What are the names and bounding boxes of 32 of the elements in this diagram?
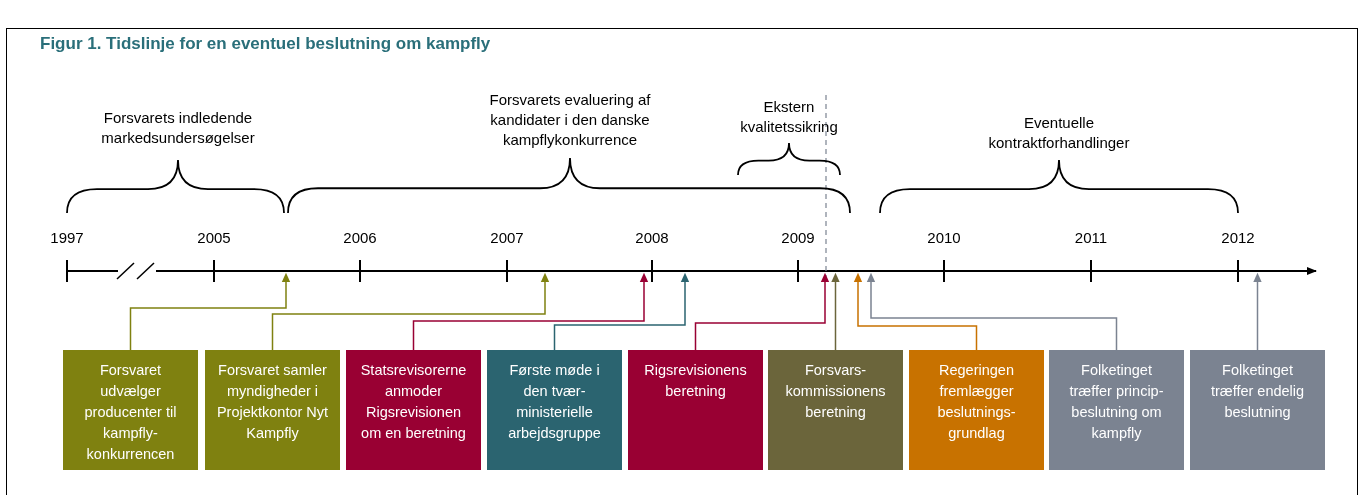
arrow: [553, 272, 690, 351]
year-label: 2005: [197, 229, 231, 246]
phase-label: Ekstern kvalitetssikring: [739, 97, 839, 137]
arrow: [1253, 272, 1262, 351]
year-label: 2010: [927, 229, 961, 246]
phase-label: Forsvarets indledende markedsundersøgelser: [100, 108, 256, 148]
figure-title: Figur 1. Tidslinje for en eventuel beslutning om kampfly: [40, 34, 491, 54]
arrow: [129, 272, 291, 351]
event-box: Forsvaret samler myndigheder i Projektkontor Nyt Kampfly: [205, 350, 340, 470]
phase-label: Forsvarets evaluering af kandidater i den danske kampflykonkurrence: [488, 90, 652, 150]
arrow: [694, 272, 830, 351]
event-box: Forsvaret udvælger producenter til kampfly-konkurrencen: [63, 350, 198, 470]
phase-label: Eventuelle kontraktforhandlinger: [987, 113, 1131, 153]
year-label: 2008: [635, 229, 669, 246]
event-box: Forsvars-kommissionens beretning: [768, 350, 903, 470]
event-box: Regeringen fremlægger beslutnings-grundlag: [909, 350, 1044, 470]
arrow: [271, 272, 550, 351]
year-label: 2006: [343, 229, 377, 246]
arrow: [412, 272, 649, 351]
event-box: Folketinget træffer endelig beslutning: [1190, 350, 1325, 470]
arrow: [831, 272, 840, 351]
event-box: Rigsrevisionens beretning: [628, 350, 763, 470]
arrow: [866, 272, 1118, 351]
year-label: 2007: [490, 229, 524, 246]
year-label: 2012: [1221, 229, 1255, 246]
event-box: Statsrevisorerne anmoder Rigsrevisionen om en beretning: [346, 350, 481, 470]
year-label: 2011: [1074, 229, 1108, 246]
event-box: Første møde i den tvær-ministerielle arbejdsgruppe: [487, 350, 622, 470]
arrow: [853, 272, 978, 351]
event-box: Folketinget træffer princip-beslutning om kampfly: [1049, 350, 1184, 470]
year-label: 2009: [781, 229, 815, 246]
year-label: 1997: [50, 229, 84, 246]
